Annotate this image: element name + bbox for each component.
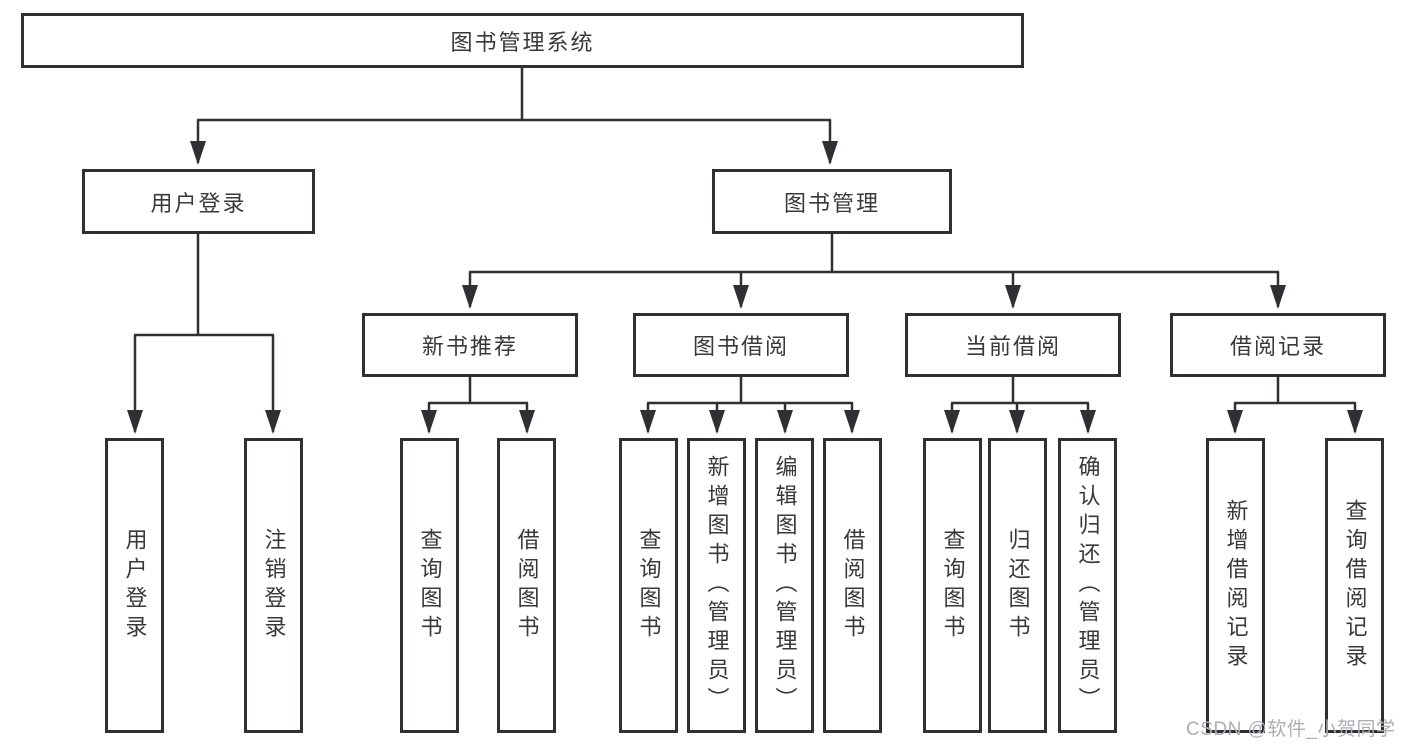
node-book-borrowing: 图书借阅 <box>633 313 849 377</box>
node-label: 新增图书（管理员） <box>704 455 730 716</box>
node-label: 用户登录 <box>150 190 247 216</box>
leaf-borrow-books-recommend: 借阅图书 <box>497 438 556 733</box>
node-library-management-system: 图书管理系统 <box>21 13 1024 68</box>
leaf-query-borrow-record: 查询借阅记录 <box>1325 438 1384 733</box>
node-label: 查询借阅记录 <box>1342 498 1368 673</box>
node-user-login: 用户登录 <box>82 169 315 234</box>
node-book-management: 图书管理 <box>712 169 952 234</box>
node-label: 确认归还（管理员） <box>1075 455 1101 716</box>
node-label: 新书推荐 <box>421 334 518 359</box>
node-label: 编辑图书（管理员） <box>772 455 798 716</box>
node-label: 图书管理系统 <box>450 29 595 55</box>
leaf-return-book: 归还图书 <box>988 438 1047 733</box>
node-label: 当前借阅 <box>964 334 1061 359</box>
node-label: 图书管理 <box>783 190 880 216</box>
leaf-add-borrow-record: 新增借阅记录 <box>1206 438 1265 733</box>
leaf-add-book-admin: 新增图书（管理员） <box>687 438 746 733</box>
node-label: 查询图书 <box>940 527 966 644</box>
leaf-confirm-return-admin: 确认归还（管理员） <box>1058 438 1117 733</box>
leaf-borrow-books: 借阅图书 <box>823 438 882 733</box>
leaf-query-books-current: 查询图书 <box>923 438 982 733</box>
leaf-query-books-recommend: 查询图书 <box>400 438 459 733</box>
csdn-watermark: CSDN @软件_小贺同学 <box>1186 719 1396 740</box>
node-label: 图书借阅 <box>692 334 789 359</box>
node-label: 新增借阅记录 <box>1223 498 1249 673</box>
node-label: 注销登录 <box>261 527 287 644</box>
node-current-borrowing: 当前借阅 <box>905 313 1121 377</box>
leaf-query-books-borrow: 查询图书 <box>619 438 678 733</box>
node-label: 借阅记录 <box>1229 334 1326 359</box>
node-borrowing-records: 借阅记录 <box>1170 313 1386 377</box>
node-label: 归还图书 <box>1005 527 1031 644</box>
node-label: 借阅图书 <box>840 527 866 644</box>
leaf-edit-book-admin: 编辑图书（管理员） <box>755 438 814 733</box>
leaf-logout: 注销登录 <box>244 438 303 733</box>
node-label: 用户登录 <box>122 527 148 644</box>
node-new-book-recommendation: 新书推荐 <box>362 313 578 377</box>
node-label: 借阅图书 <box>514 527 540 644</box>
node-label: 查询图书 <box>636 527 662 644</box>
leaf-user-login: 用户登录 <box>105 438 164 733</box>
node-label: 查询图书 <box>417 527 443 644</box>
